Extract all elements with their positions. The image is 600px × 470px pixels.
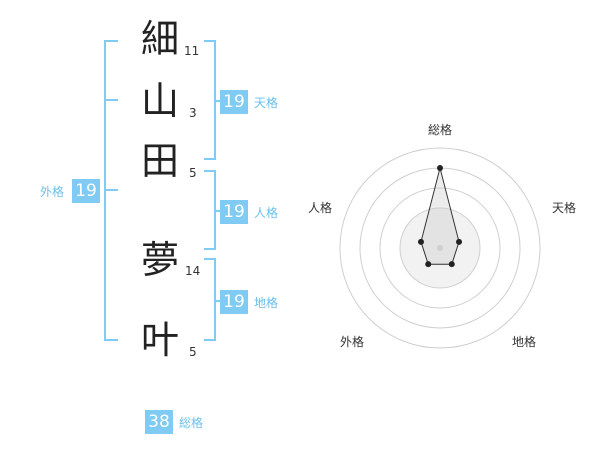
radar-ring-2: [379, 187, 501, 309]
axis-label-gaikaku: 外格: [340, 335, 365, 349]
tenkaku-bracket-bottom: [204, 158, 216, 160]
tenkaku-label: 天格: [254, 96, 279, 110]
name-char-3: 田: [140, 139, 179, 183]
jinkaku-bracket-tick: [214, 210, 222, 212]
jinkaku-label: 人格: [254, 206, 279, 220]
name-char-1: 細: [140, 17, 179, 61]
outer-bracket-bottom: [104, 339, 118, 341]
chikaku-bracket-vertical: [214, 258, 216, 341]
stroke-count-1: 11: [184, 44, 200, 58]
name-char-5: 叶: [140, 318, 179, 362]
radar-ring-1: [399, 207, 481, 289]
radar-point-5: [417, 238, 424, 245]
stroke-count-5: 5: [189, 345, 197, 359]
gaikaku-value: 19: [72, 179, 100, 203]
jinkaku-bracket-top: [204, 170, 216, 172]
radar-point-1: [437, 165, 443, 171]
stroke-count-3: 5: [189, 166, 197, 180]
radar-data-polygon: [420, 167, 460, 265]
chikaku-bracket-bottom: [204, 339, 216, 341]
radar-center-dot: [437, 245, 443, 251]
name-char-4: 夢: [140, 238, 179, 282]
chikaku-label: 地格: [254, 296, 279, 310]
soukaku-label: 総格: [179, 416, 204, 430]
chikaku-bracket-tick: [214, 300, 222, 302]
axis-label-tenkaku: 天格: [552, 201, 577, 215]
jinkaku-value: 19: [220, 200, 248, 224]
radar-ring-4: [339, 147, 541, 349]
axis-label-jinkaku: 人格: [308, 201, 333, 215]
outer-bracket-mid2: [104, 189, 118, 191]
axis-label-chikaku: 地格: [512, 335, 537, 349]
stroke-count-4: 14: [185, 264, 201, 278]
soukaku-value: 38: [145, 410, 173, 434]
chikaku-bracket-top: [204, 258, 216, 260]
radar-point-2: [456, 238, 463, 245]
radar-point-3: [448, 261, 455, 268]
stroke-count-2: 3: [189, 106, 197, 120]
name-char-2: 山: [140, 79, 179, 123]
tenkaku-bracket-tick: [214, 100, 222, 102]
tenkaku-value: 19: [220, 90, 248, 114]
outer-bracket-top: [104, 40, 118, 42]
tenkaku-bracket-top: [204, 40, 216, 42]
gaikaku-label: 外格: [40, 185, 65, 199]
radar-point-4: [425, 261, 432, 268]
chikaku-value: 19: [220, 290, 248, 314]
outer-bracket-mid: [104, 99, 118, 101]
jinkaku-bracket-bottom: [204, 248, 216, 250]
axis-label-soukaku: 総格: [428, 123, 453, 137]
